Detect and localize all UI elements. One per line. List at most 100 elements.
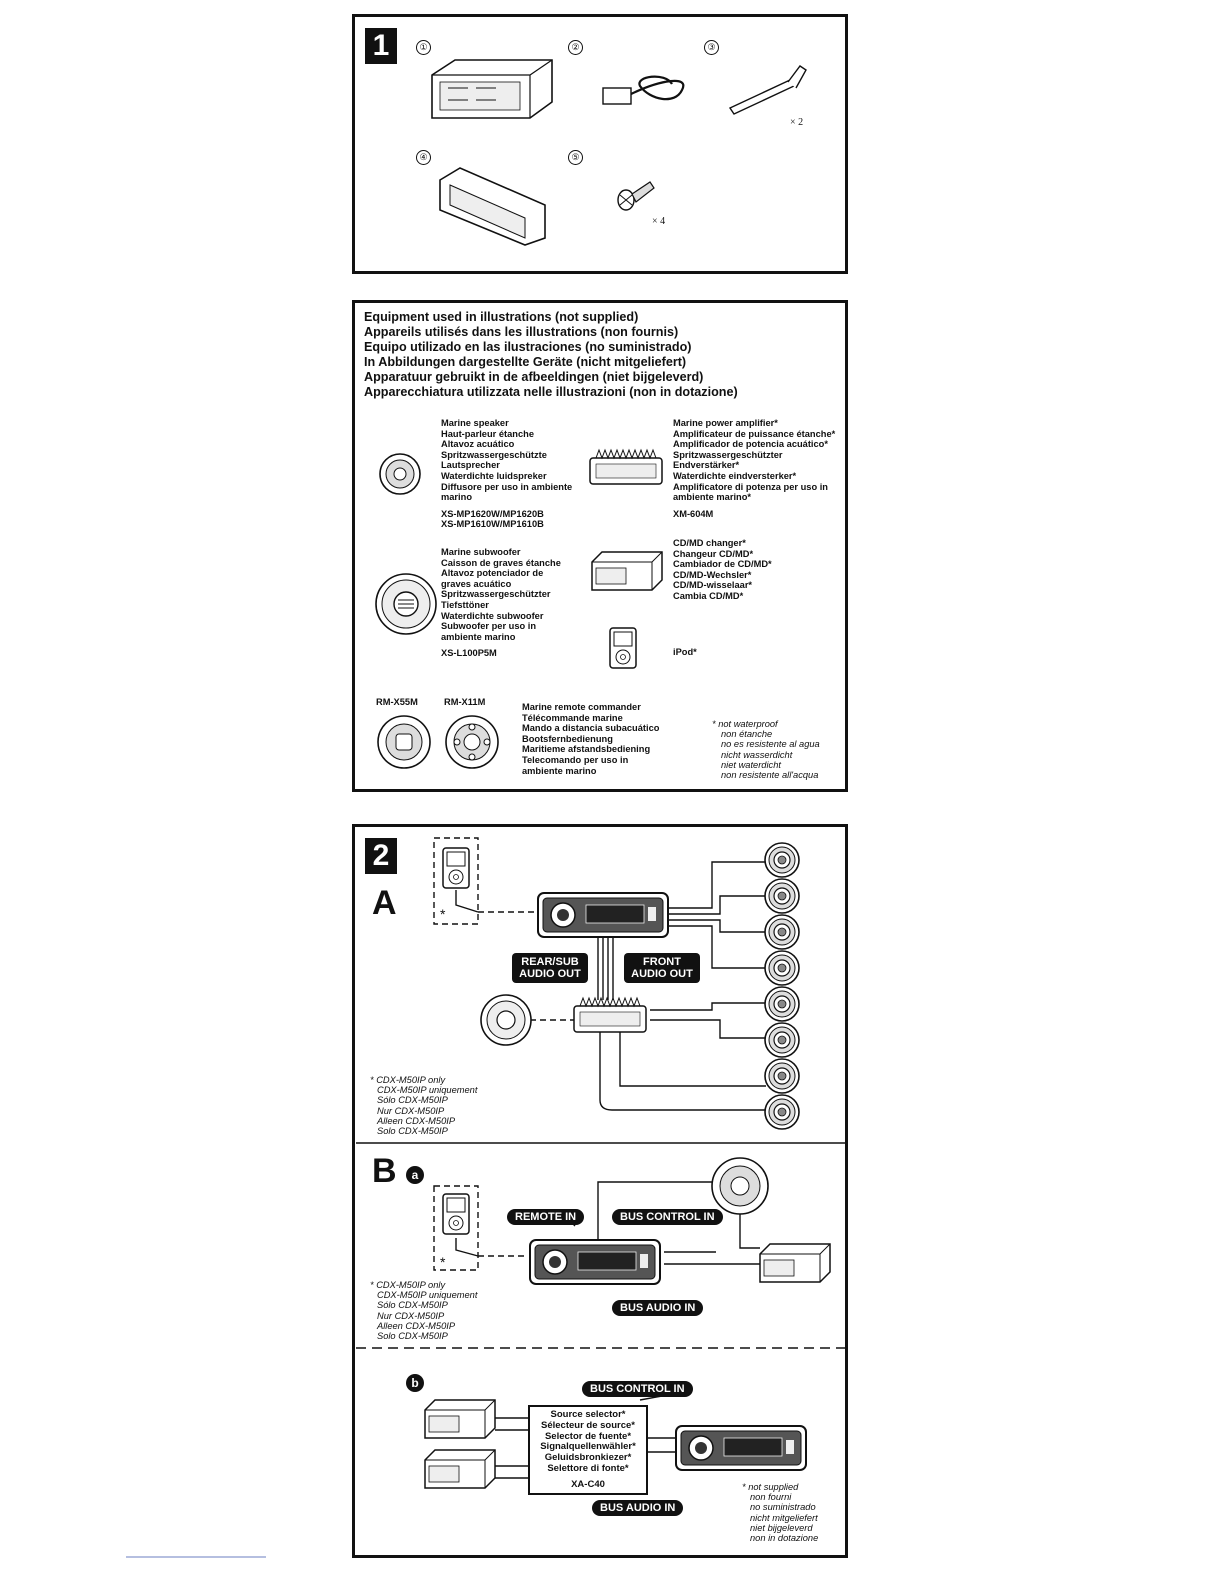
bus-audio-in-label-a: BUS AUDIO IN [612, 1300, 704, 1316]
remote-model-x55m: RM-X55M [376, 697, 418, 707]
remote-x11m-drawing [445, 715, 499, 769]
equipment-title: Equipment used in illustrations (not sup… [364, 310, 738, 400]
part-3-quantity: × 2 [790, 117, 804, 128]
equipment-title-line: Equipment used in illustrations (not sup… [364, 310, 639, 324]
subwoofer-label-line: Waterdichte subwoofer [441, 610, 544, 621]
ipod-label: iPod* [673, 647, 697, 657]
note-line: Solo CDX-M50IP [377, 1331, 448, 1342]
changer-label-line: Cambia CD/MD* [673, 590, 744, 601]
speaker-label-line: Diffusore per uso in ambiente [441, 481, 573, 492]
selector-line: Source selector* [550, 1409, 626, 1420]
selector-model: XA-C40 [571, 1478, 605, 1490]
subwoofer-model: XS-L100P5M [441, 648, 497, 659]
note-line: Sólo CDX-M50IP [377, 1095, 448, 1106]
amplifier-label-line: Amplificateur de puissance étanche* [673, 428, 836, 439]
subwoofer-label-line: Tiefsttöner [441, 599, 489, 610]
part-number-5: ⑤ [568, 150, 583, 165]
speaker-label-line: marino [441, 492, 472, 503]
amplifier-label-line: Amplificatore di potenza per uso in [673, 481, 828, 492]
speaker-label-line: Lautsprecher [441, 460, 500, 471]
note-line: * CDX-M50IP only [370, 1280, 446, 1290]
subwoofer-label-line: Subwoofer per uso in [441, 621, 537, 632]
diagram-b-a-marker: a [406, 1166, 424, 1184]
subwoofer-label: Marine subwoofer Caisson de graves étanc… [441, 547, 561, 659]
subwoofer-drawing [375, 573, 437, 635]
subwoofer-label-line: graves acuático [441, 578, 512, 589]
remote-label: Marine remote commander Télécommande mar… [522, 702, 659, 776]
bus-audio-in-label-b: BUS AUDIO IN [592, 1500, 684, 1516]
equipment-title-line: Appareils utilisés dans les illustration… [364, 325, 679, 339]
remote-label-line: Télécommande marine [522, 712, 623, 723]
not-supplied-note: * not supplied non fourni no suministrad… [742, 1482, 818, 1543]
diagram-ba-wiring [433, 1181, 760, 1271]
note-line: * not waterproof [712, 719, 778, 729]
remote-label-line: Mando a distancia subacuático [522, 723, 660, 734]
remote-x55m-drawing [377, 715, 431, 769]
amplifier-label-line: Amplificador de potencia acuático* [673, 439, 828, 450]
speaker-model: XS-MP1610W/MP1610B [441, 519, 544, 530]
source-selector-box: Source selector* Sélecteur de source* Se… [528, 1405, 648, 1495]
note-line: non fourni [750, 1492, 792, 1503]
note-line: no suministrado [750, 1502, 816, 1513]
changer-label-line: CD/MD changer* [673, 538, 746, 548]
remote-label-line: ambiente marino [522, 765, 597, 776]
remote-ba-drawing [711, 1157, 769, 1215]
note-line: Nur CDX-M50IP [377, 1310, 445, 1321]
remote-label-line: Telecomando per uso in [522, 754, 629, 765]
equipment-title-line: Equipo utilizado en las ilustraciones (n… [364, 340, 692, 354]
mounting-sleeve-drawing [431, 59, 553, 119]
note-line: non resistente all'acqua [721, 770, 819, 781]
selector-line: Selector de fuente* [544, 1430, 632, 1442]
remote-model-x11m: RM-X11M [444, 697, 486, 707]
subwoofer-label-line: Altavoz potenciador de [441, 568, 544, 579]
speaker-label-line: Waterdichte luidspreker [441, 470, 547, 481]
speaker-label-line: Spritzwassergeschützte [441, 449, 547, 460]
note-line: Alleen CDX-M50IP [377, 1115, 456, 1126]
speaker-label: Marine speaker Haut-parleur étanche Alta… [441, 418, 572, 530]
note-line: * CDX-M50IP only [370, 1075, 446, 1085]
front-audio-out-label: FRONT AUDIO OUT [624, 953, 700, 983]
amplifier-model: XM-604M [673, 508, 714, 519]
speaker-model: XS-MP1620W/MP1620B [441, 508, 544, 519]
section-2-connections-box [352, 824, 848, 1558]
ipod-asterisk-a: * [440, 906, 446, 922]
note-line: nicht mitgeliefert [750, 1512, 818, 1523]
cdx-only-note-b: * CDX-M50IP only CDX-M50IP uniquement Só… [370, 1280, 477, 1341]
note-line: CDX-M50IP uniquement [377, 1290, 478, 1301]
bus-control-in-label-b: BUS CONTROL IN [582, 1381, 693, 1397]
selector-line: Geluidsbronkiezer* [544, 1452, 632, 1464]
part-number-4: ④ [416, 150, 431, 165]
changer-label-line: Changeur CD/MD* [673, 548, 754, 559]
not-waterproof-note: * not waterproof non étanche no es resis… [712, 719, 820, 780]
changer-label-line: CD/MD-wisselaar* [673, 580, 753, 591]
remote-label-line: Bootsfernbedienung [522, 733, 613, 744]
note-line: Sólo CDX-M50IP [377, 1300, 448, 1311]
changer-label: CD/MD changer* Changeur CD/MD* Cambiador… [673, 538, 772, 602]
amplifier-label-line: ambiente marino* [673, 492, 752, 503]
note-line: Alleen CDX-M50IP [377, 1320, 456, 1331]
section-1-badge: 1 [365, 28, 397, 64]
note-line: no es resistente al agua [721, 739, 820, 750]
section-2-badge: 2 [365, 838, 397, 874]
frame-drawing [439, 167, 546, 246]
changer-label-line: CD/MD-Wechsler* [673, 569, 752, 580]
diagram-b-b-marker: b [406, 1374, 424, 1392]
subwoofer-label-line: ambiente marino [441, 631, 516, 642]
release-key-drawing [728, 65, 807, 115]
diagram-a-letter: A [372, 884, 397, 922]
part-number-1: ① [416, 40, 431, 55]
note-line: Solo CDX-M50IP [377, 1126, 448, 1137]
cdx-only-note-a: * CDX-M50IP only CDX-M50IP uniquement Só… [370, 1075, 477, 1136]
amplifier-label-line: Waterdichte eindversterker* [673, 470, 797, 481]
speaker-label-line: Altavoz acuático [441, 439, 515, 450]
speaker-label-line: Marine speaker [441, 418, 509, 428]
subwoofer-a-drawing [480, 994, 532, 1046]
remote-label-line: Maritieme afstandsbediening [522, 744, 651, 755]
subwoofer-label-line: Spritzwassergeschützter [441, 589, 551, 600]
equipment-title-line: In Abbildungen dargestellte Geräte (nich… [364, 355, 687, 369]
subwoofer-label-line: Marine subwoofer [441, 547, 521, 557]
selector-line: Selettore di fonte* [547, 1462, 629, 1474]
diagram-b-letter: B [372, 1152, 397, 1190]
part-number-3: ③ [704, 40, 719, 55]
